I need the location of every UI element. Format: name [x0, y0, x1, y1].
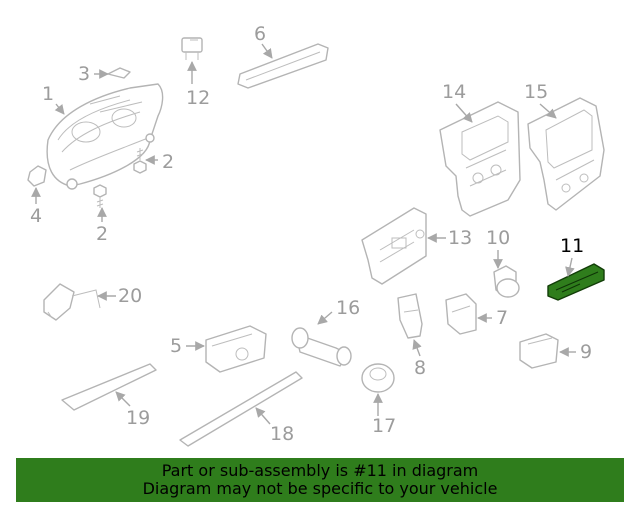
callout-15: 15: [524, 81, 548, 103]
part-12-switch: [181, 37, 203, 60]
part-19-trim-strip: [61, 363, 157, 411]
info-banner: Part or sub-assembly is #11 in diagram D…: [16, 458, 624, 502]
part-10-knob: [493, 265, 520, 298]
part-2-screw-a: [133, 148, 147, 174]
banner-line-2: Diagram may not be specific to your vehi…: [142, 479, 498, 498]
callout-5: 5: [170, 335, 182, 357]
part-3-clip: [107, 67, 131, 79]
part-17-knob: [361, 363, 395, 393]
callout-4: 4: [30, 205, 42, 227]
banner-line-1: Part or sub-assembly is #11 in diagram: [161, 461, 479, 480]
callout-8: 8: [414, 357, 426, 379]
callout-6: 6: [254, 23, 266, 45]
callout-17: 17: [372, 415, 396, 437]
part-16-cylinder: [291, 327, 352, 367]
parts-diagram: 1 2 2 3 4 5 6 7 8 9 10 11 12 13 14 15 16…: [27, 23, 605, 447]
part-2-screw-b: [93, 184, 107, 208]
callout-13: 13: [448, 227, 472, 249]
part-9-socket: [519, 333, 559, 369]
callout-1: 1: [42, 83, 54, 105]
callout-16: 16: [336, 297, 360, 319]
part-15-bezel: [527, 97, 605, 211]
callout-10: 10: [486, 227, 510, 249]
part-18-trim-strip: [179, 371, 303, 447]
callout-9: 9: [580, 341, 592, 363]
callout-2a: 2: [162, 151, 174, 173]
part-1-instrument-cluster: [46, 83, 164, 190]
callout-20: 20: [118, 285, 142, 307]
part-8-switch: [397, 293, 423, 339]
leader-lines: [31, 43, 576, 425]
part-5-switch: [205, 325, 267, 373]
callout-11: 11: [560, 235, 584, 257]
part-4-clip: [27, 165, 47, 187]
part-11-highlighted-switch: [547, 263, 605, 301]
part-14-bezel: [439, 101, 521, 217]
callout-2b: 2: [96, 223, 108, 245]
part-20-sensor: [43, 283, 101, 321]
part-7-switch: [445, 293, 477, 335]
part-6-trim-bar: [237, 43, 329, 89]
callout-7: 7: [496, 307, 508, 329]
callout-3: 3: [78, 63, 90, 85]
callout-14: 14: [442, 81, 466, 103]
callout-18: 18: [270, 423, 294, 445]
part-13-climate-control: [361, 207, 427, 285]
callout-12: 12: [186, 87, 210, 109]
callout-19: 19: [126, 407, 150, 429]
